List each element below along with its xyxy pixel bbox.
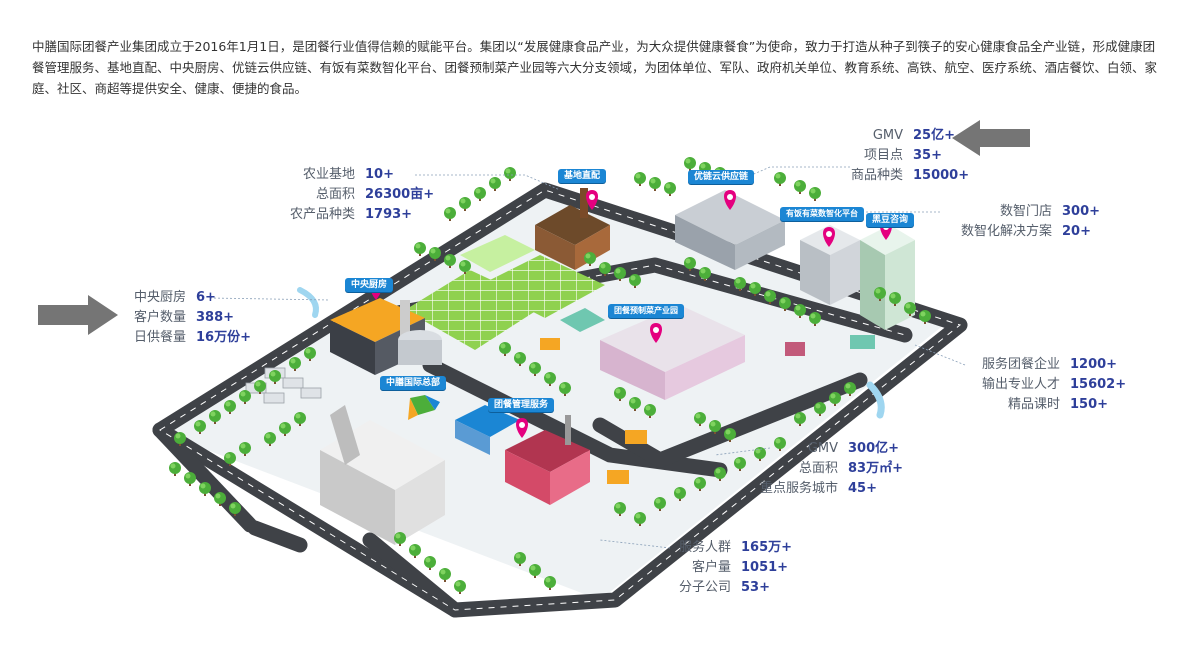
heidou-building [860, 225, 915, 330]
arrow-left-icon [952, 120, 1030, 156]
tag-headquarters[interactable]: 中膳国际总部 [380, 376, 447, 390]
tag-digital-platform[interactable]: 有饭有菜数智化平台 [780, 207, 864, 221]
tag-industrial-park[interactable]: 团餐预制菜产业园 [608, 304, 684, 318]
tag-base-delivery[interactable]: 基地直配 [558, 169, 607, 183]
small-stores [540, 335, 875, 484]
tag-management-service[interactable]: 团餐管理服务 [488, 398, 555, 412]
headquarters-building [320, 395, 520, 545]
central-kitchen-building [330, 298, 442, 375]
management-service-building [505, 415, 590, 505]
leader-lines [209, 166, 966, 549]
industrial-park-building [560, 305, 745, 400]
digital-platform-building [800, 225, 860, 305]
tag-heidou-consulting[interactable]: 黑豆咨询 [866, 213, 915, 227]
tag-supply-chain[interactable]: 优链云供应链 [688, 170, 755, 184]
base-delivery-building [535, 188, 610, 270]
arrow-right-icon [38, 295, 118, 335]
intro-paragraph: 中膳国际团餐产业集团成立于2016年1月1日，是团餐行业值得信赖的赋能平台。集团… [32, 39, 1158, 96]
farm-fields [405, 235, 605, 350]
tag-central-kitchen[interactable]: 中央厨房 [345, 278, 394, 292]
supply-chain-warehouse [675, 190, 785, 270]
trees [169, 157, 931, 594]
